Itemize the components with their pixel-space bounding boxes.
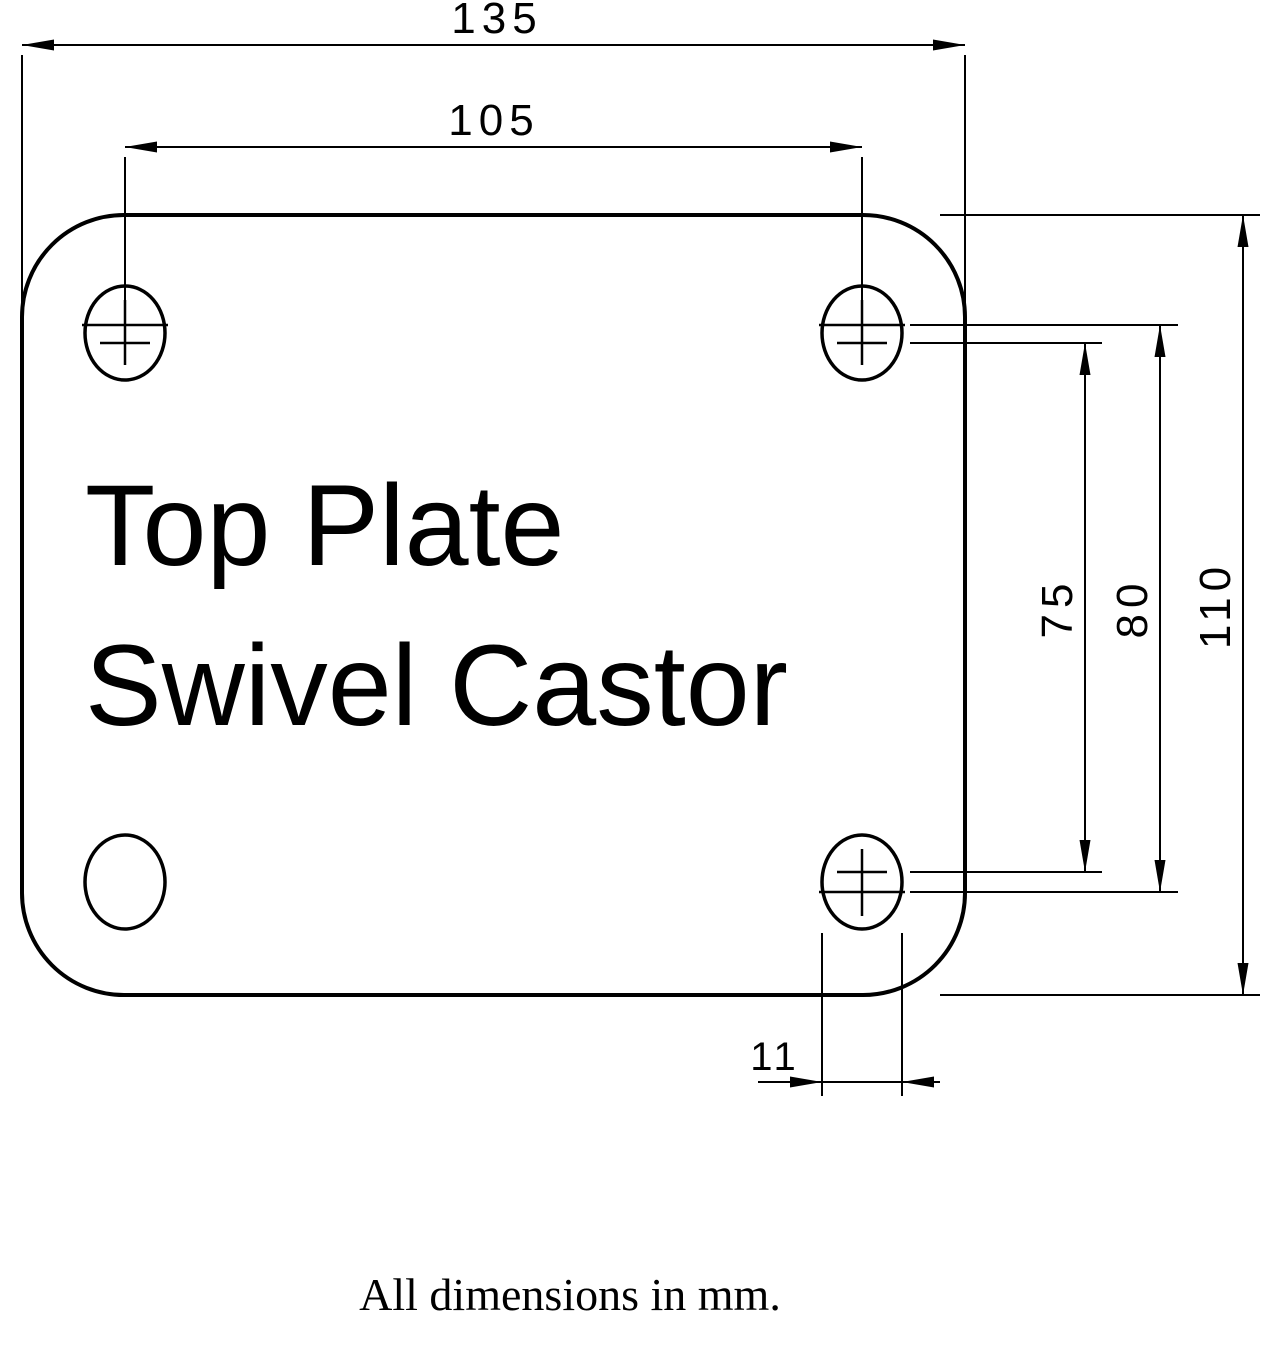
dimension-plate-height: 110 bbox=[940, 214, 1260, 996]
top-plate-outline bbox=[20, 213, 967, 997]
footer-note: All dimensions in mm. bbox=[359, 1269, 781, 1320]
dimension-label-hole-spacing-horizontal: 105 bbox=[448, 96, 539, 145]
arrowhead-left bbox=[125, 141, 157, 153]
drawing-title-line1: Top Plate bbox=[85, 462, 565, 590]
arrowhead-right bbox=[933, 39, 965, 51]
dimension-label-hole-spacing-vertical-min: 75 bbox=[1033, 578, 1082, 639]
drawing-title-line2: Swivel Castor bbox=[85, 622, 788, 750]
dimension-hole-spacing-horizontal: 105 bbox=[124, 96, 863, 300]
dimension-hole-spacing-vertical-min: 75 bbox=[910, 342, 1102, 873]
arrowhead-left bbox=[790, 1076, 822, 1088]
arrowhead-top bbox=[1154, 325, 1166, 357]
arrowhead-bottom bbox=[1079, 840, 1091, 872]
bolt-holes bbox=[83, 284, 904, 931]
arrowhead-right bbox=[830, 141, 862, 153]
drawing-title: Top Plate Swivel Castor bbox=[85, 462, 788, 750]
dimension-plate-width: 135 bbox=[21, 0, 966, 315]
arrowhead-top bbox=[1237, 215, 1249, 247]
arrowhead-top bbox=[1079, 343, 1091, 375]
arrowhead-bottom bbox=[1154, 860, 1166, 892]
dimension-hole-spacing-vertical-max: 80 bbox=[910, 324, 1178, 893]
bolt-hole-bottom-left bbox=[83, 833, 167, 931]
center-mark-top-right bbox=[819, 300, 905, 365]
dimension-slot-width: 11 bbox=[750, 933, 940, 1096]
dimension-label-slot-width: 11 bbox=[750, 1035, 800, 1079]
arrowhead-left bbox=[22, 39, 54, 51]
dimension-label-plate-height: 110 bbox=[1191, 561, 1240, 649]
center-mark-bottom-right bbox=[819, 849, 905, 916]
arrowhead-bottom bbox=[1237, 963, 1249, 995]
bolt-hole-bottom-right bbox=[820, 833, 904, 931]
dimension-label-plate-width: 135 bbox=[451, 0, 542, 43]
arrowhead-right bbox=[902, 1076, 934, 1088]
center-mark-top-left bbox=[82, 300, 168, 365]
dimension-label-hole-spacing-vertical-max: 80 bbox=[1108, 578, 1157, 639]
